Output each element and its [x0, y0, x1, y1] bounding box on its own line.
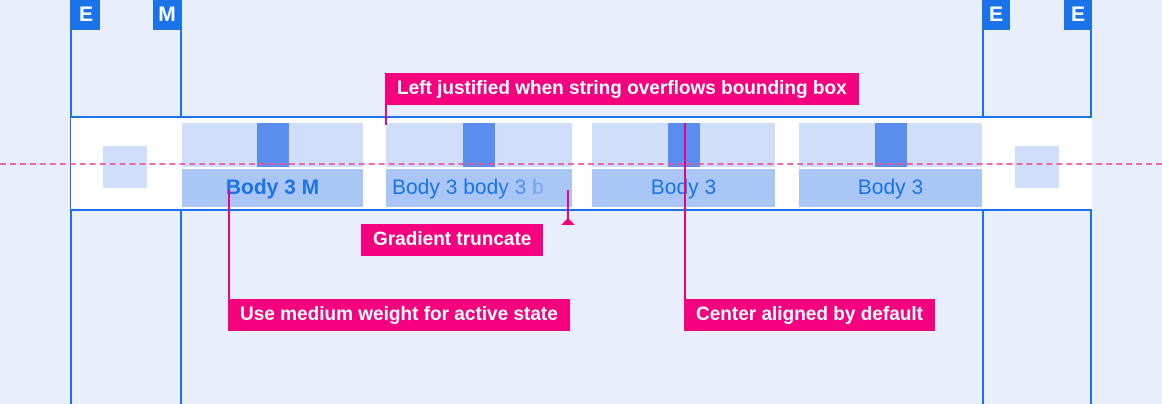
spacing-badge-edge-right-inner: E	[982, 0, 1010, 30]
annotation-leader-center	[684, 123, 686, 300]
tab-cell-1-label: Body 3 M	[182, 169, 363, 207]
tab-cell-4-media-area	[799, 123, 982, 167]
tab-cell-1-media-area	[182, 123, 363, 167]
spacing-badge-edge-right-outer: E	[1064, 0, 1092, 30]
spacing-badge-edge-left-outer: E	[72, 0, 100, 30]
tab-cell-2-icon	[463, 123, 495, 167]
annotation-caret-gradient	[561, 218, 575, 225]
annotation-label-overflow: Left justified when string overflows bou…	[385, 73, 859, 105]
tab-cell-2-media-area	[386, 123, 572, 167]
tab-cell-1-icon	[256, 123, 289, 167]
annotation-label-center: Center aligned by default	[684, 299, 935, 331]
tab-cell-3-icon	[667, 123, 700, 167]
trailing-icon-placeholder[interactable]	[1015, 146, 1059, 188]
tab-cell-2[interactable]: Body 3 body 3 b	[386, 123, 572, 207]
tab-cell-4-label: Body 3	[799, 169, 982, 207]
tab-cell-4[interactable]: Body 3	[799, 123, 982, 207]
leading-icon-placeholder[interactable]	[103, 146, 147, 188]
tab-cell-2-label: Body 3 body 3 b	[386, 169, 572, 207]
spacing-badge-margin-left: M	[153, 0, 181, 30]
tab-cell-1[interactable]: Body 3 M	[182, 123, 363, 207]
annotation-leader-gradient	[567, 190, 569, 224]
annotation-leader-medium	[228, 190, 230, 300]
tab-cell-4-icon	[874, 123, 907, 167]
annotation-leader-overflow	[385, 105, 387, 125]
tab-cell-3-media-area	[592, 123, 775, 167]
annotation-label-gradient: Gradient truncate	[361, 224, 544, 256]
annotation-label-medium: Use medium weight for active state	[228, 299, 570, 331]
tab-cell-3[interactable]: Body 3	[592, 123, 775, 207]
tab-cell-3-label: Body 3	[592, 169, 775, 207]
tab-cell-2-label-text: Body 3 body 3 b	[392, 176, 544, 199]
